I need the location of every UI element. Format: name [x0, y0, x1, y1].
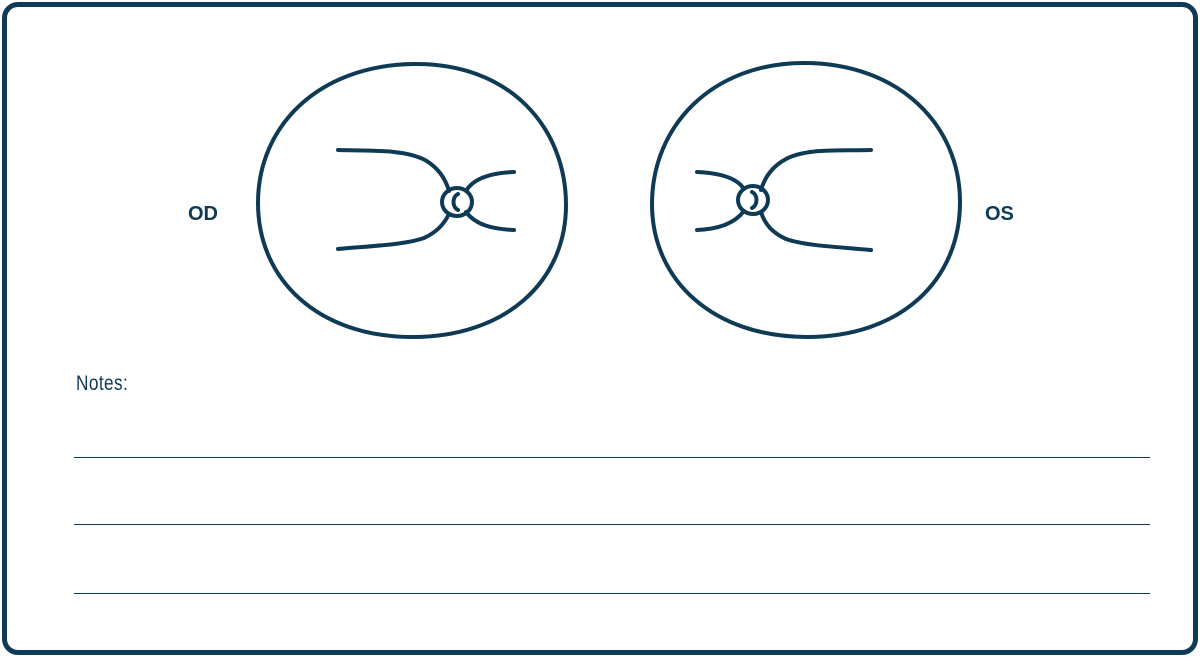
os-label: OS: [985, 204, 1014, 224]
notes-line[interactable]: [74, 457, 1150, 458]
notes-line[interactable]: [74, 593, 1150, 594]
od-label: OD: [188, 204, 218, 224]
notes-line[interactable]: [74, 524, 1150, 525]
notes-label: Notes:: [76, 372, 128, 396]
